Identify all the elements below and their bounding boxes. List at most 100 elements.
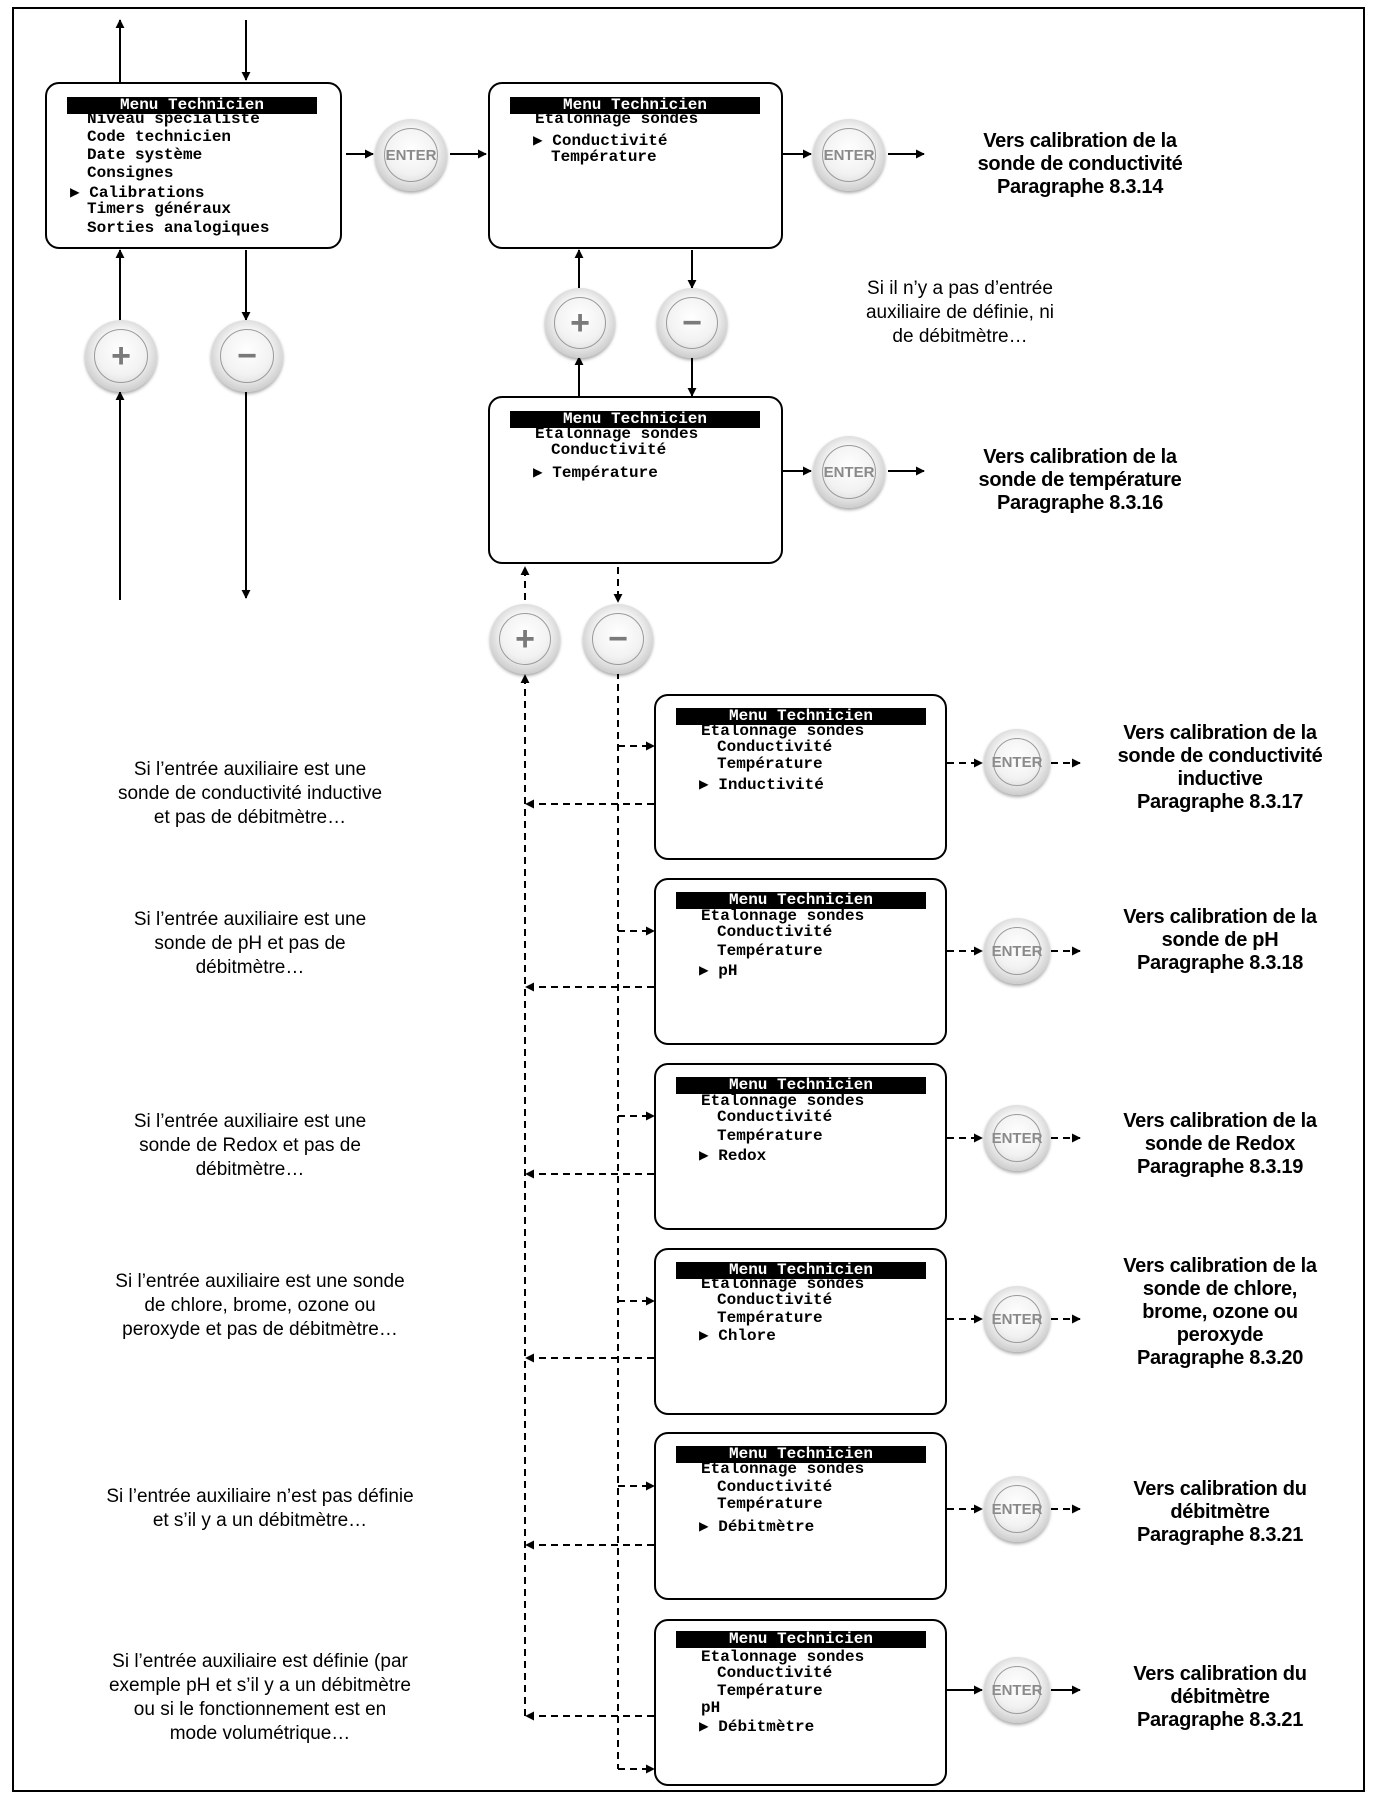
target-line: Paragraphe 8.3.21 [1136,1709,1304,1731]
minus-icon: − [608,620,628,658]
enter-label: ENTER [823,146,875,164]
target-line: Vers calibration de la [983,446,1177,468]
menu-header: Menu Technicien [676,1446,926,1463]
note-vol: Si l’entrée auxiliaire est définie (par … [60,1650,460,1746]
menu-line: Température [717,1682,823,1700]
target-label-ind: Vers calibration de la sonde de conducti… [1090,722,1350,814]
enter-button[interactable]: ENTER [813,119,885,191]
note-line: débitmètre… [195,1159,305,1180]
menu-line-selected: ▶ Conductivité [533,132,668,150]
minus-icon: − [237,337,257,375]
enter-label: ENTER [991,1500,1043,1518]
note-line: Si l’entrée auxiliaire est une sonde [115,1271,405,1292]
target-line: sonde de Redox [1144,1133,1296,1155]
enter-button[interactable]: ENTER [984,729,1050,795]
plus-button[interactable]: + [85,320,157,392]
note-chl: Si l’entrée auxiliaire est une sonde de … [60,1270,460,1342]
plus-button[interactable]: + [545,288,615,358]
note-line: de débitmètre… [892,326,1028,347]
menu-header: Menu Technicien [676,892,926,909]
menu-line: Etalonnage sondes [701,1275,865,1293]
note-line: sonde de Redox et pas de [139,1135,361,1156]
note-line: exemple pH et s’il y a un débitmètre [108,1675,412,1696]
target-line: Paragraphe 8.3.17 [1136,791,1304,813]
menu-line-selected: ▶ Redox [699,1147,767,1165]
menu-line: Etalonnage sondes [701,1092,865,1110]
note-line: Si l’entrée auxiliaire est une [133,1111,367,1132]
menu-header: Menu Technicien [676,1262,926,1279]
menu-line: Niveau spécialiste [87,110,260,128]
menu-box-main: Menu Technicien Niveau spécialiste Code … [45,82,342,249]
menu-line: Date système [87,146,203,164]
note-line: Si l’entrée auxiliaire est une [133,909,367,930]
plus-button[interactable]: + [490,604,560,674]
menu-box-aux-volumetrique: Menu Technicien Etalonnage sondes Conduc… [654,1619,947,1786]
menu-line: Consignes [87,164,174,182]
menu-line: Conductivité [717,1291,833,1309]
enter-label: ENTER [991,1310,1043,1328]
menu-line: Code technicien [87,128,232,146]
note-line: mode volumétrique… [169,1723,351,1744]
minus-button[interactable]: − [657,288,727,358]
enter-button[interactable]: ENTER [984,918,1050,984]
menu-line: Conductivité [717,1108,833,1126]
menu-header: Menu Technicien [510,411,760,428]
target-line: Vers calibration du [1133,1663,1307,1685]
minus-button[interactable]: − [583,604,653,674]
note-line: auxiliaire de définie, ni [865,302,1054,323]
enter-button[interactable]: ENTER [984,1286,1050,1352]
target-line: Vers calibration de la [983,130,1177,152]
note-line: Si il n’y a pas d’entrée [867,278,1053,299]
menu-line: Conductivité [717,738,833,756]
menu-box-aux-inductivite: Menu Technicien Etalonnage sondes Conduc… [654,694,947,860]
menu-line: Etalonnage sondes [701,722,865,740]
menu-box-aux-debitmetre: Menu Technicien Etalonnage sondes Conduc… [654,1432,947,1600]
menu-line: Etalonnage sondes [701,1648,865,1666]
note-redox: Si l’entrée auxiliaire est une sonde de … [60,1110,440,1182]
target-line: brome, ozone ou [1142,1301,1298,1323]
target-line: Vers calibration de la [1123,906,1317,928]
target-line: Vers calibration de la [1123,1255,1317,1277]
note-no-aux: Si il n’y a pas d’entrée auxiliaire de d… [800,277,1120,349]
menu-line: Température [551,148,657,166]
enter-label: ENTER [991,753,1043,771]
note-line: Si l’entrée auxiliaire n’est pas définie [106,1486,414,1507]
enter-button[interactable]: ENTER [984,1657,1050,1723]
target-line: Vers calibration du [1133,1478,1307,1500]
enter-button[interactable]: ENTER [375,119,447,191]
menu-header: Menu Technicien [676,1631,926,1648]
note-line: sonde de pH et pas de [154,933,346,954]
target-line: débitmètre [1170,1501,1270,1523]
enter-label: ENTER [385,146,437,164]
minus-button[interactable]: − [211,320,283,392]
menu-line-selected: ▶ Température [533,464,658,482]
menu-line: Sorties analogiques [87,219,270,237]
plus-icon: + [570,304,590,342]
menu-line-selected: ▶ Débitmètre [699,1718,815,1736]
target-line: sonde de pH [1161,929,1279,951]
menu-line: Température [717,1495,823,1513]
target-line: peroxyde [1176,1324,1264,1346]
target-label-redox: Vers calibration de la sonde de Redox Pa… [1090,1110,1350,1179]
diagram-frame [12,7,1365,1792]
menu-line: Etalonnage sondes [701,907,865,925]
enter-label: ENTER [991,1681,1043,1699]
target-label-temp: Vers calibration de la sonde de températ… [930,446,1230,515]
menu-line-selected: ▶ Chlore [699,1327,776,1345]
target-label-cond: Vers calibration de la sonde de conducti… [930,130,1230,199]
enter-button[interactable]: ENTER [984,1476,1050,1542]
menu-line: Etalonnage sondes [535,110,699,128]
menu-line-selected: ▶ pH [699,962,738,980]
menu-line: Température [717,942,823,960]
enter-button[interactable]: ENTER [984,1105,1050,1171]
target-line: sonde de chlore, [1142,1278,1298,1300]
menu-line: Conductivité [717,923,833,941]
enter-button[interactable]: ENTER [813,436,885,508]
menu-line: Température [717,1309,823,1327]
note-line: débitmètre… [195,957,305,978]
target-line: Paragraphe 8.3.21 [1136,1524,1304,1546]
target-line: Vers calibration de la [1123,1110,1317,1132]
menu-box-etal-cond: Menu Technicien Etalonnage sondes ▶ Cond… [488,82,783,249]
note-line: sonde de conductivité inductive [117,783,383,804]
